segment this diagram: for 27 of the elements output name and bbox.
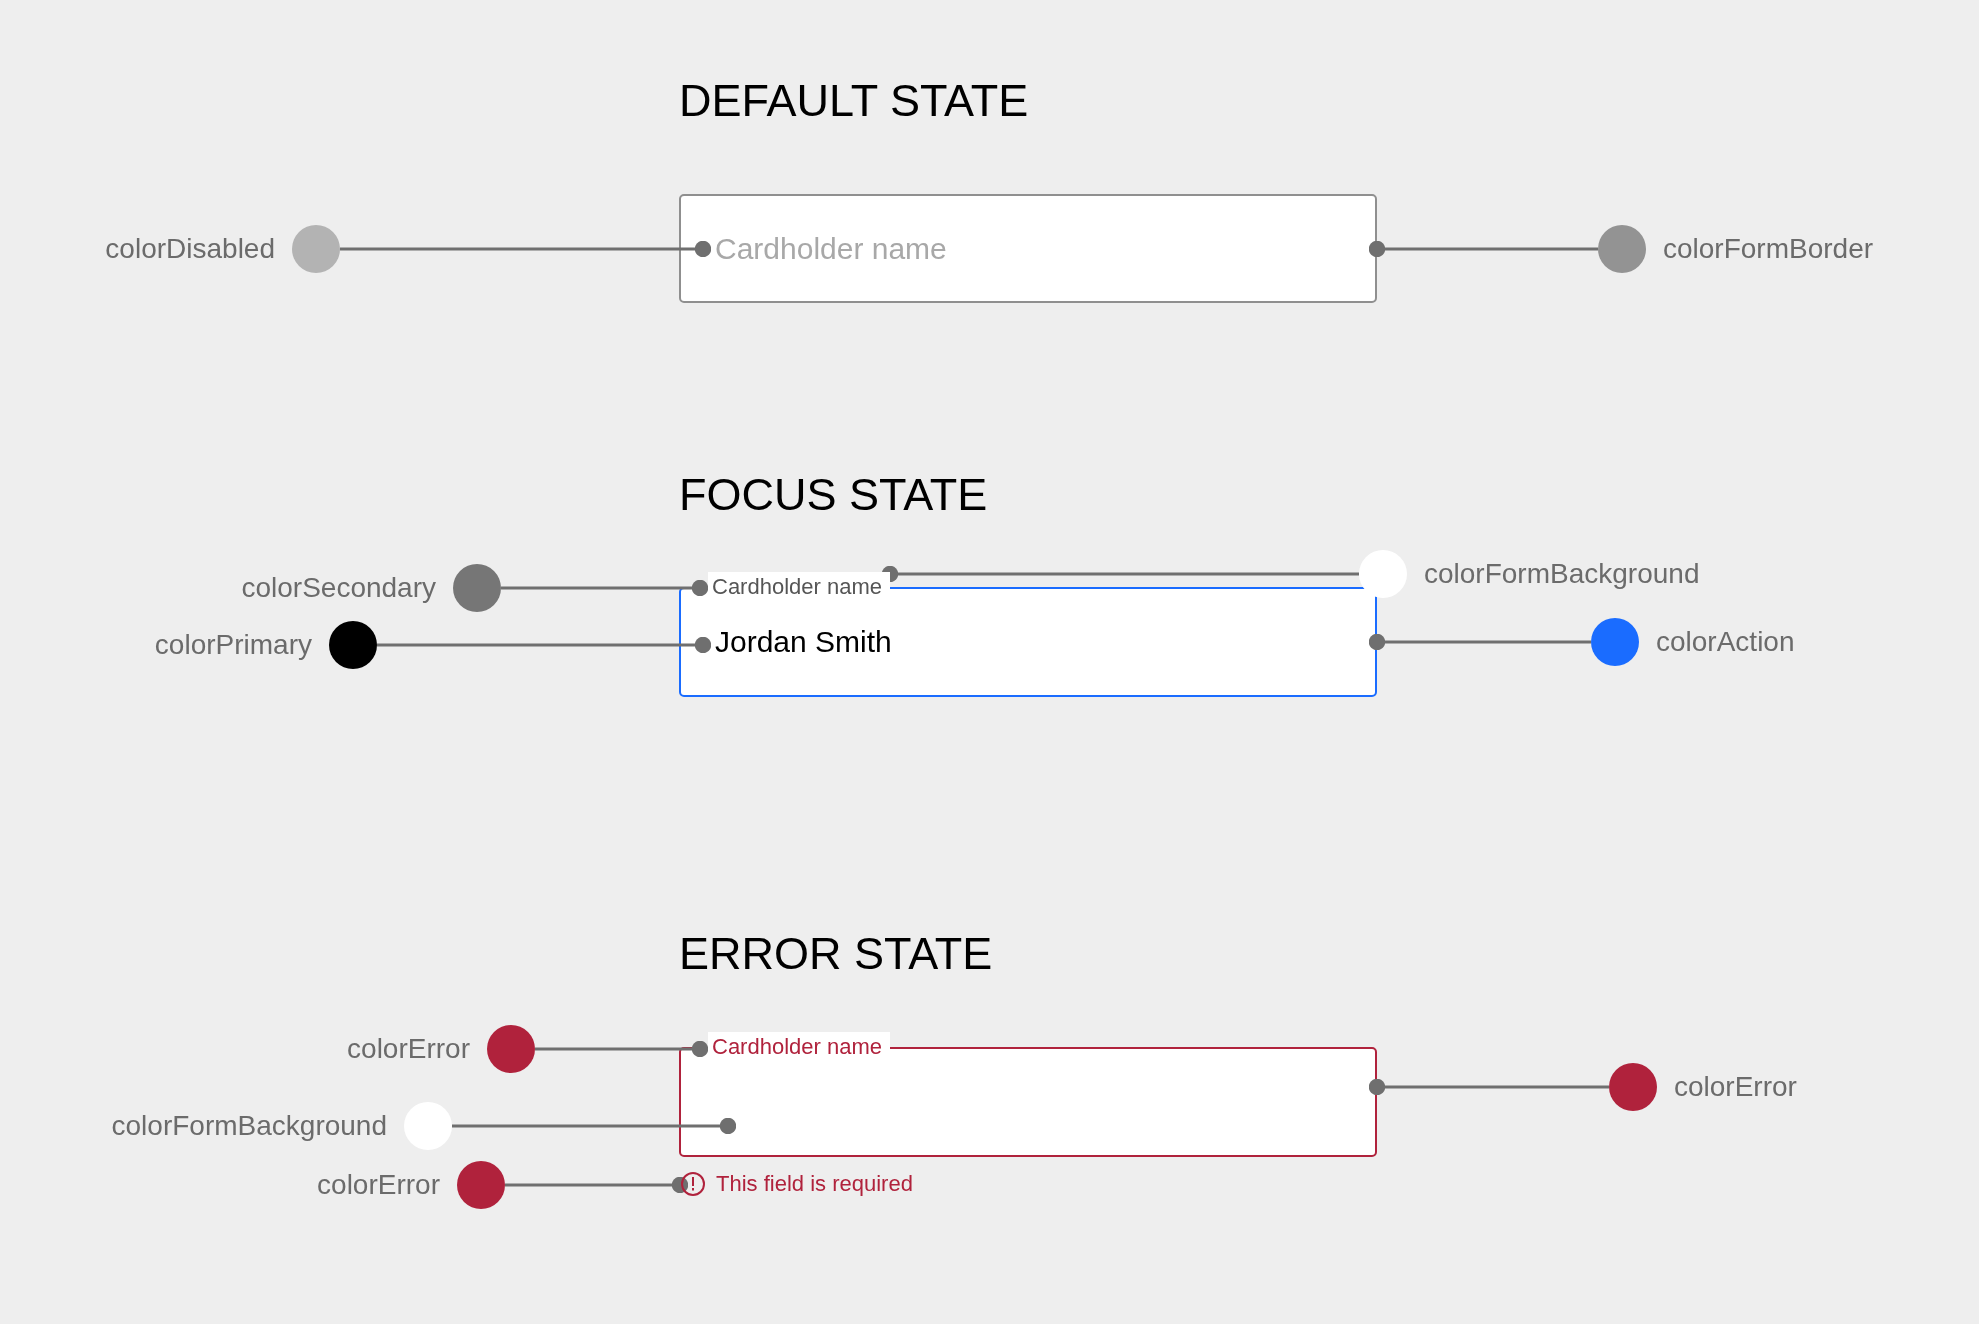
token-name: colorAction xyxy=(1656,626,1795,658)
leader-line xyxy=(1368,633,1591,651)
placeholder-text: Cardholder name xyxy=(703,231,947,266)
section-heading: ERROR STATE xyxy=(679,928,993,980)
leader-line xyxy=(501,579,709,597)
section-heading: DEFAULT STATE xyxy=(679,75,1029,127)
token-name: colorDisabled xyxy=(105,233,275,265)
token-name: colorError xyxy=(1674,1071,1797,1103)
token-name: colorError xyxy=(317,1169,440,1201)
input-field xyxy=(679,194,1377,303)
leader-line xyxy=(1368,240,1598,258)
leader-line xyxy=(881,565,1359,583)
leader-line xyxy=(452,1117,737,1135)
helper-text: This field is required xyxy=(716,1171,913,1197)
leader-line xyxy=(1368,1078,1609,1096)
token-name: colorSecondary xyxy=(241,572,436,604)
token-name: colorError xyxy=(347,1033,470,1065)
input-value-text: Jordan Smith xyxy=(703,625,892,659)
leader-line xyxy=(505,1176,689,1194)
token-name: colorFormBackground xyxy=(111,1110,387,1142)
token-name: colorFormBorder xyxy=(1663,233,1874,265)
token-name: colorPrimary xyxy=(154,629,312,661)
token-name: colorFormBackground xyxy=(1424,558,1700,590)
leader-line xyxy=(377,636,712,654)
section-heading: FOCUS STATE xyxy=(679,469,988,521)
leader-line xyxy=(535,1040,709,1058)
leader-line xyxy=(340,240,712,258)
